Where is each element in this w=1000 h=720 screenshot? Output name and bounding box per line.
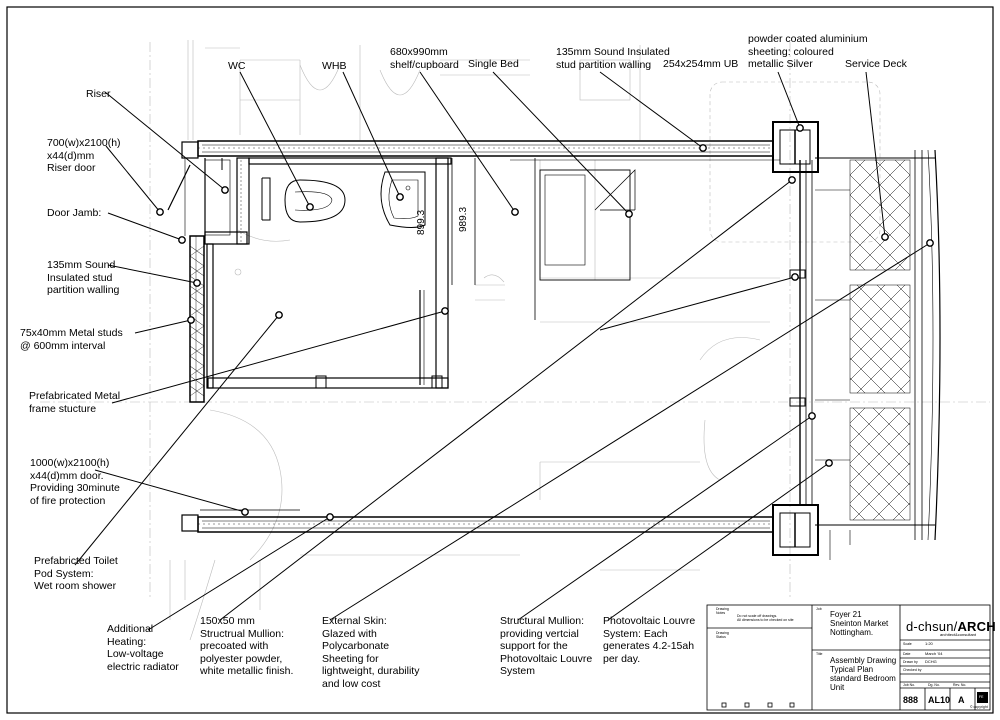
- label-shelf: 680x990mm shelf/cupboard: [390, 46, 459, 71]
- tb-date-label: Date: [903, 652, 911, 656]
- leader-dots: [156, 124, 934, 521]
- tb-logo-left: d-chsun/: [906, 619, 958, 634]
- tb-copyright: © copyright: [970, 705, 988, 709]
- tb-fe-mark: FE: [979, 695, 984, 699]
- label-structural-mullion: Structural Mullion: providing vertcial s…: [500, 615, 593, 677]
- tb-title-label: Title: [816, 652, 823, 656]
- label-riser-door: 700(w)x2100(h) x44(d)mm Riser door: [47, 137, 121, 174]
- tb-job-label: Job: [816, 607, 822, 611]
- label-single-bed: Single Bed: [468, 58, 519, 70]
- louvre-panels: [849, 159, 911, 521]
- label-heating: Additional Heating: Low-voltage electric…: [107, 623, 179, 673]
- tb-logo: d-chsun/ARCH: [906, 619, 996, 634]
- label-partition-top: 135mm Sound Insulated stud partition wal…: [556, 46, 670, 71]
- label-metal-frame: Prefabricated Metal frame stucture: [29, 390, 121, 415]
- toilet-pod: [204, 157, 452, 389]
- tb-logo-sub: architect&consultant: [940, 632, 977, 637]
- steel-columns: [772, 121, 819, 556]
- label-ub: 254x254mm UB: [663, 58, 739, 70]
- facade-mullions: [789, 157, 935, 560]
- bedroom-furniture: [451, 158, 780, 320]
- label-service-deck: Service Deck: [845, 58, 907, 70]
- tb-title-text: Assembly Drawing Typical Plan standard B…: [830, 656, 897, 692]
- tb-checked-label: Checked by: [903, 668, 922, 672]
- label-sheeting: powder coated aluminium sheeting: colour…: [748, 33, 868, 70]
- label-whb: WHB: [322, 60, 347, 72]
- tb-scale-value: 1:20: [925, 641, 933, 646]
- label-wc: WC: [228, 60, 246, 72]
- label-riser: Riser: [86, 88, 111, 100]
- tb-scale-label: Scale: [903, 642, 912, 646]
- tb-rev-no-value: A: [958, 695, 965, 705]
- label-partition-left: 135mm Sound Insulated stud partition wal…: [47, 259, 120, 296]
- label-door-jamb: Door Jamb:: [47, 207, 102, 219]
- leader-lines: [74, 71, 931, 631]
- tb-drawn-value: DCHG: [925, 659, 937, 664]
- sheet-border: [6, 6, 994, 714]
- tb-date-value: March '04: [925, 651, 943, 656]
- tb-rev-no-label: Rev. No.: [953, 683, 967, 687]
- tb-drawn-label: Drawn by: [903, 660, 918, 664]
- tb-dg-no-value: AL10: [928, 695, 951, 705]
- dimension-899: 899.3: [416, 209, 427, 235]
- tb-drawing-status-label: Drawing Status: [716, 631, 729, 639]
- tb-logo-right: ARCH: [957, 619, 996, 634]
- riser: [167, 158, 231, 236]
- tb-job-no-label: Job No.: [903, 683, 916, 687]
- label-pv-louvre: Photovoltaic Louvre System: Each generat…: [603, 615, 696, 665]
- top-partition-wall: [181, 140, 774, 159]
- bottom-partition-wall: [181, 509, 774, 533]
- fe-mark-box: [977, 692, 988, 703]
- tb-dg-no-label: Dg. No.: [928, 683, 940, 687]
- tb-job-no-value: 888: [903, 695, 919, 705]
- tb-drawing-notes-text: Do not scale off drawings. All dimension…: [737, 614, 794, 622]
- tb-drawing-notes-label: Drawing Notes: [716, 607, 729, 615]
- dimension-989: 989.3: [458, 206, 469, 232]
- title-block-lines: [706, 604, 991, 711]
- label-external-skin: External Skin: Glazed with Polycarbonate…: [322, 615, 420, 690]
- label-mullion-150: 150x50 mm Structrual Mullion: precoated …: [200, 615, 294, 677]
- label-metal-studs: 75x40mm Metal studs @ 600mm interval: [20, 327, 123, 352]
- label-door-1000: 1000(w)x2100(h) x44(d)mm door. Providing…: [30, 457, 120, 507]
- tb-job-name: Foyer 21 Sneinton Market Nottingham.: [830, 610, 889, 637]
- background-linework: [40, 40, 990, 641]
- external-skin: [914, 149, 941, 541]
- label-toilet-pod: Prefabricted Toilet Pod System: Wet room…: [34, 555, 118, 592]
